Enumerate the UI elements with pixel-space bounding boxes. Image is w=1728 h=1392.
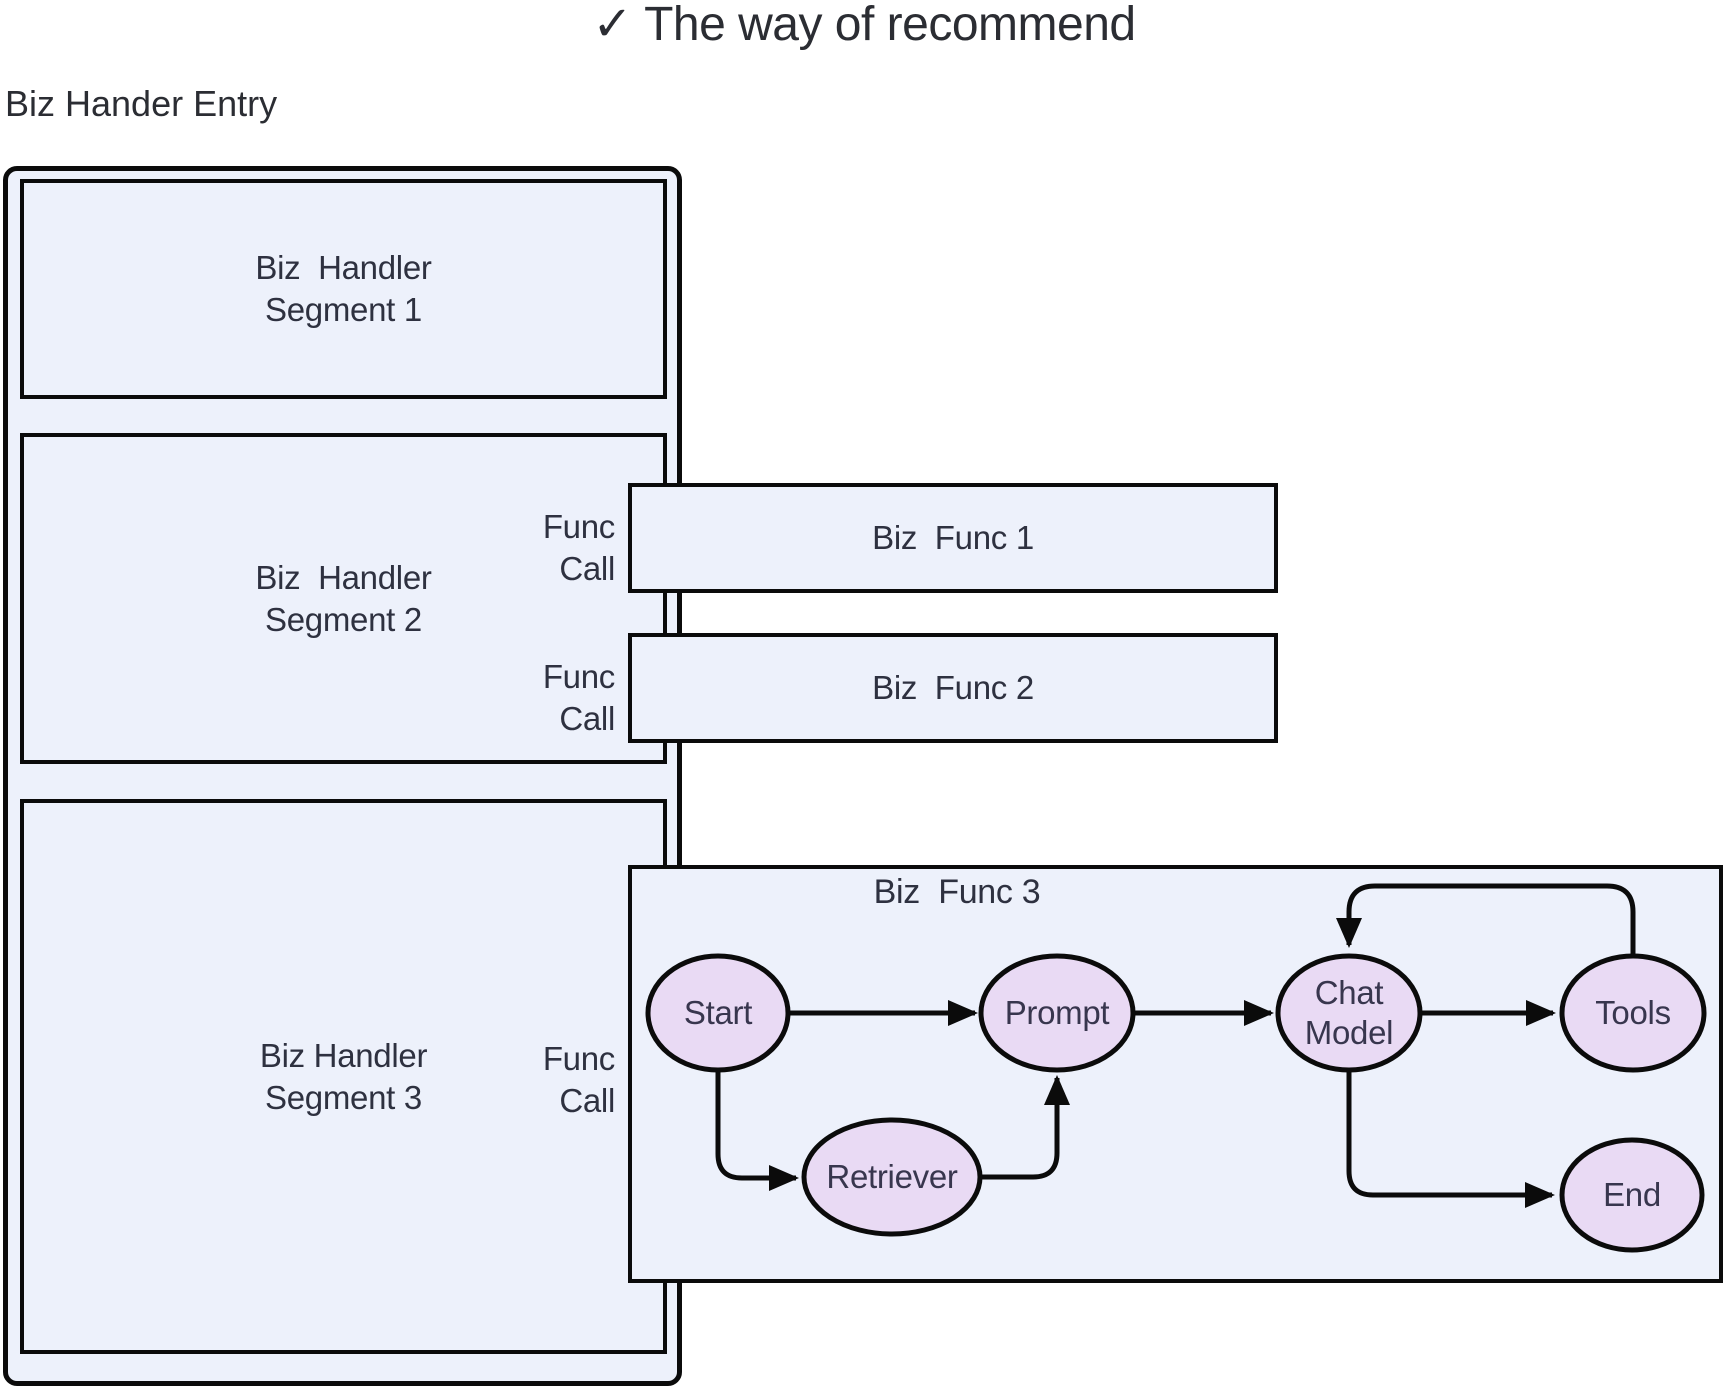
- biz-func-2-label: Biz Func 2: [872, 669, 1034, 706]
- func-call-label-3-line2: Call: [559, 1082, 615, 1119]
- biz-hander-entry-label: Biz Hander Entry: [5, 83, 278, 124]
- func-call-label-1-line2: Call: [559, 550, 615, 587]
- segment-3-box: Biz Handler Segment 3: [20, 799, 667, 1354]
- prompt-node-label: Prompt: [1004, 994, 1110, 1031]
- segment-3-label-line2: Segment 3: [265, 1078, 422, 1116]
- page-title: ✓ The way of recommend: [592, 0, 1136, 51]
- segment-2-label-line1: Biz Handler: [255, 558, 432, 596]
- func-call-label-2-line2: Call: [559, 700, 615, 737]
- chat-model-node-label: Chat Model: [1304, 974, 1394, 1051]
- segment-1-box: Biz Handler Segment 1: [20, 179, 667, 399]
- func-call-label-1: Func Call: [485, 506, 615, 590]
- biz-func-3-label: Biz Func 3: [873, 873, 1041, 911]
- func-call-label-2: Func Call: [485, 656, 615, 740]
- func-call-label-2-line1: Func: [542, 658, 615, 695]
- biz-func-1-box: Biz Func 1: [628, 483, 1278, 593]
- segment-1-label-line2: Segment 1: [265, 291, 422, 328]
- start-node-label: Start: [683, 994, 753, 1031]
- biz-func-2-box: Biz Func 2: [628, 633, 1278, 743]
- segment-1-label-line1: Biz Handler: [255, 249, 432, 286]
- end-node-label: End: [1603, 1176, 1661, 1213]
- segment-2-box: Biz Handler Segment 2: [20, 433, 667, 764]
- segment-2-label-line2: Segment 2: [265, 600, 422, 638]
- func-call-label-3-line1: Func: [542, 1040, 615, 1077]
- biz-func-3-box: Biz Func 3: [628, 865, 1723, 1283]
- biz-func-1-label: Biz Func 1: [872, 519, 1034, 556]
- retriever-node-label: Retriever: [826, 1158, 958, 1195]
- func-call-label-1-line1: Func: [542, 508, 615, 545]
- tools-node-label: Tools: [1595, 994, 1671, 1031]
- segment-3-label-line1: Biz Handler: [259, 1036, 428, 1074]
- func-call-label-3: Func Call: [485, 1038, 615, 1122]
